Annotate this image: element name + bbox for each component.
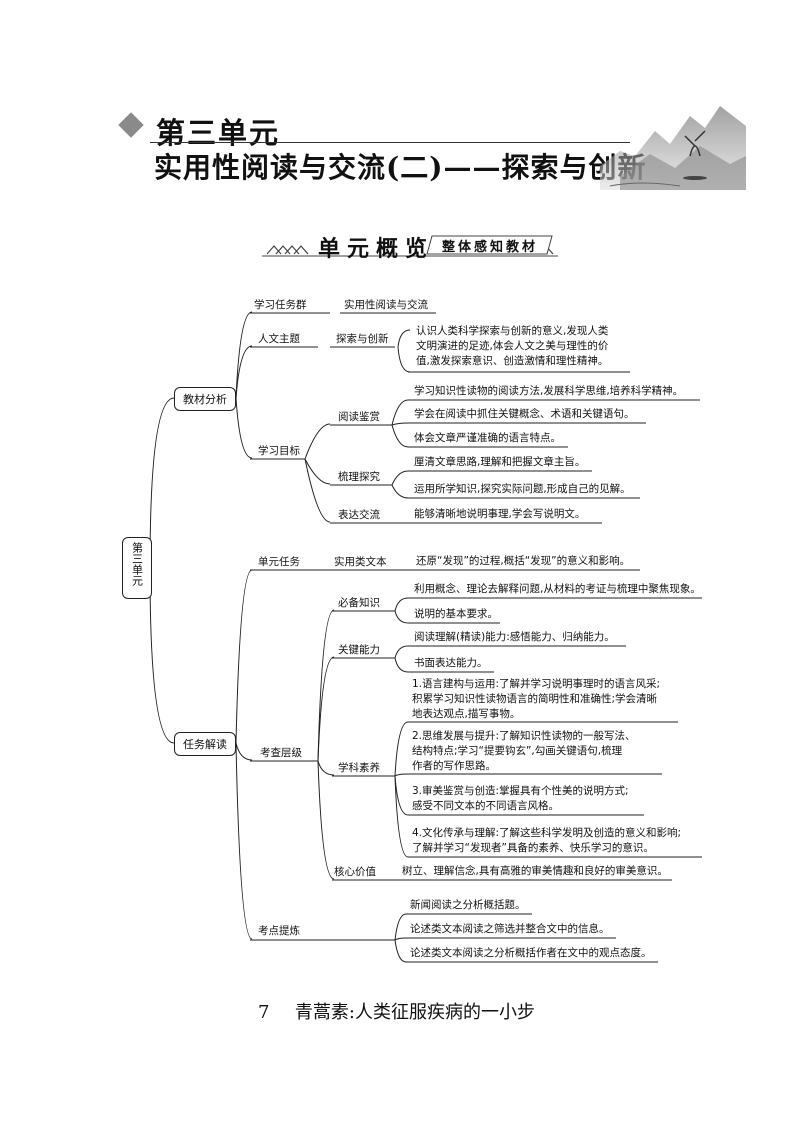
node-hexin-jiazhi: 核心价值 (334, 866, 376, 878)
node-guanjian-nengli: 关键能力 (338, 644, 380, 656)
xueke-2-line2: 结构特点;学习“提要钩玄”,勾画关键语句,梳理 (412, 745, 623, 757)
node-xuexi-renwuqun-value: 实用性阅读与交流 (344, 299, 428, 311)
branch-jiaocai: 教材分析 (174, 387, 236, 411)
branch-renwu-label: 任务解读 (183, 738, 227, 751)
renwen-desc-line3: 值,激发探索意识、创造激情和理性精神。 (416, 355, 609, 367)
bibei-item-1: 利用概念、理论去解释问题,从材料的考证与梳理中聚焦现象。 (414, 583, 701, 595)
node-shuli-tanjiu: 梳理探究 (338, 471, 380, 483)
node-danyuan-renwu: 单元任务 (258, 556, 300, 568)
renwen-desc-line1: 认识人类科学探索与创新的意义,发现人类 (416, 325, 609, 337)
danyuan-item: 还原“发现”的过程,概括“发现”的意义和影响。 (416, 555, 631, 567)
guanjian-item-1: 阅读理解(精读)能力:感悟能力、归纳能力。 (414, 631, 615, 643)
lesson-title: 青蒿素:人类征服疾病的一小步 (294, 1002, 535, 1023)
root-label: 第三单元 (130, 542, 144, 586)
xueke-1-line1: 1.语言建构与运用:了解并学习说明事理时的语言风采; (412, 678, 661, 690)
shuli-item-2: 运用所学知识,探究实际问题,形成自己的见解。 (414, 483, 631, 495)
node-yuedu-jianshang: 阅读鉴赏 (338, 411, 380, 423)
yuedu-item-1: 学习知识性读物的阅读方法,发展科学思维,培养科学精神。 (414, 385, 684, 397)
node-shiyonglei-wenben: 实用类文本 (334, 556, 387, 568)
kaodian-item-1: 新闻阅读之分析概括题。 (410, 899, 526, 911)
landscape-illustration (600, 106, 746, 190)
node-renwen-zhuti: 人文主题 (258, 333, 300, 345)
xueke-4-line2: 了解并学习“发现者”具备的素养、快乐学习的意识。 (412, 842, 654, 854)
yuedu-item-3: 体会文章严谨准确的语言特点。 (414, 432, 561, 444)
node-xueke-suyang: 学科素养 (338, 762, 380, 774)
lesson-number: 7 (258, 1002, 270, 1023)
node-kaodian-tilian: 考点提炼 (258, 925, 300, 937)
node-biaoda-jiaoliu: 表达交流 (338, 509, 380, 521)
unit-subtitle: 实用性阅读与交流(二)——探索与创新 (154, 151, 647, 184)
node-xuexi-mubiao: 学习目标 (258, 445, 300, 457)
unit-title: 第三单元 (156, 116, 281, 150)
kaodian-item-2: 论述类文本阅读之筛选并整合文中的信息。 (410, 923, 610, 935)
root-node: 第三单元 (122, 537, 152, 599)
banner-subtitle: 整体感知教材 (442, 240, 539, 255)
xueke-3-line2: 感受不同文本的不同语言风格。 (412, 800, 559, 812)
node-tansuo-chuangxin: 探索与创新 (336, 333, 389, 345)
xueke-1-line3: 地表达观点,描写事物。 (412, 708, 521, 720)
node-kaocha-cengji: 考查层级 (260, 747, 302, 759)
node-bibei-zhishi: 必备知识 (338, 597, 380, 609)
hexin-item: 树立、理解信念,具有高雅的审美情趣和良好的审美意识。 (402, 865, 668, 877)
xueke-2-line3: 作者的写作思路。 (412, 760, 496, 772)
renwen-desc-line2: 文明演进的足迹,体会人文之美与理性的价 (416, 340, 609, 352)
xueke-2-line1: 2.思维发展与提升:了解知识性读物的一般写法、 (412, 730, 636, 742)
guanjian-item-2: 书面表达能力。 (414, 657, 488, 669)
branch-jiaocai-label: 教材分析 (183, 393, 227, 406)
banner-title: 单元概览 (318, 236, 435, 262)
xueke-3-line1: 3.审美鉴赏与创造:掌握具有个性美的说明方式; (412, 785, 629, 797)
yuedu-item-2: 学会在阅读中抓住关键概念、术语和关键语句。 (414, 408, 635, 420)
shuli-item-1: 厘清文章思路,理解和把握文章主旨。 (414, 456, 586, 468)
overview-banner (262, 235, 558, 257)
bibei-item-2: 说明的基本要求。 (414, 608, 498, 620)
kaodian-item-3: 论述类文本阅读之分析概括作者在文中的观点态度。 (410, 947, 652, 959)
branch-renwu: 任务解读 (174, 732, 236, 756)
xueke-1-line2: 积累学习知识性读物语言的简明性和准确性;学会清晰 (412, 693, 658, 705)
header-rule (150, 142, 630, 143)
biaoda-item: 能够清晰地说明事理,学会写说明文。 (414, 508, 586, 520)
lesson-heading: 7 青蒿素:人类征服疾病的一小步 (258, 998, 535, 1024)
node-xuexi-renwuqun: 学习任务群 (254, 299, 307, 311)
xueke-4-line1: 4.文化传承与理解:了解这些科学发明及创造的意义和影响; (412, 827, 682, 839)
